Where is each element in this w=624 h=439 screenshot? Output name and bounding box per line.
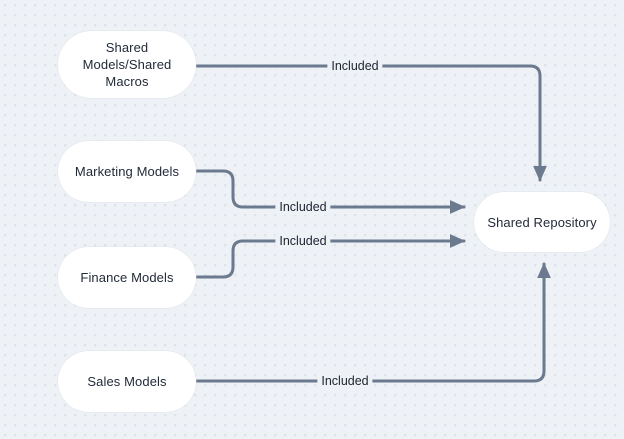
node-shared-models[interactable]: Shared Models/Shared Macros bbox=[58, 31, 196, 98]
edge-label-shared-models: Included bbox=[327, 58, 383, 74]
node-sales-models[interactable]: Sales Models bbox=[58, 351, 196, 412]
edge-label-sales-models: Included bbox=[317, 373, 373, 389]
edge-label-marketing-models: Included bbox=[275, 199, 331, 215]
node-label-marketing-models: Marketing Models bbox=[74, 164, 180, 179]
edge-path-shared-models bbox=[195, 64, 547, 182]
node-label-shared-models: Shared Models/Shared Macros bbox=[82, 40, 172, 89]
node-label-sales-models: Sales Models bbox=[87, 374, 167, 389]
node-label-shared-repository: Shared Repository bbox=[487, 214, 597, 230]
edge-path-finance-models bbox=[195, 234, 466, 279]
edge-path-sales-models bbox=[195, 262, 551, 383]
node-shared-repository[interactable]: Shared Repository bbox=[474, 192, 610, 252]
edge-path-marketing-models bbox=[195, 169, 466, 214]
edge-label-finance-models: Included bbox=[275, 233, 331, 249]
node-label-finance-models: Finance Models bbox=[80, 270, 174, 285]
node-finance-models[interactable]: Finance Models bbox=[58, 247, 196, 308]
node-marketing-models[interactable]: Marketing Models bbox=[58, 141, 196, 202]
